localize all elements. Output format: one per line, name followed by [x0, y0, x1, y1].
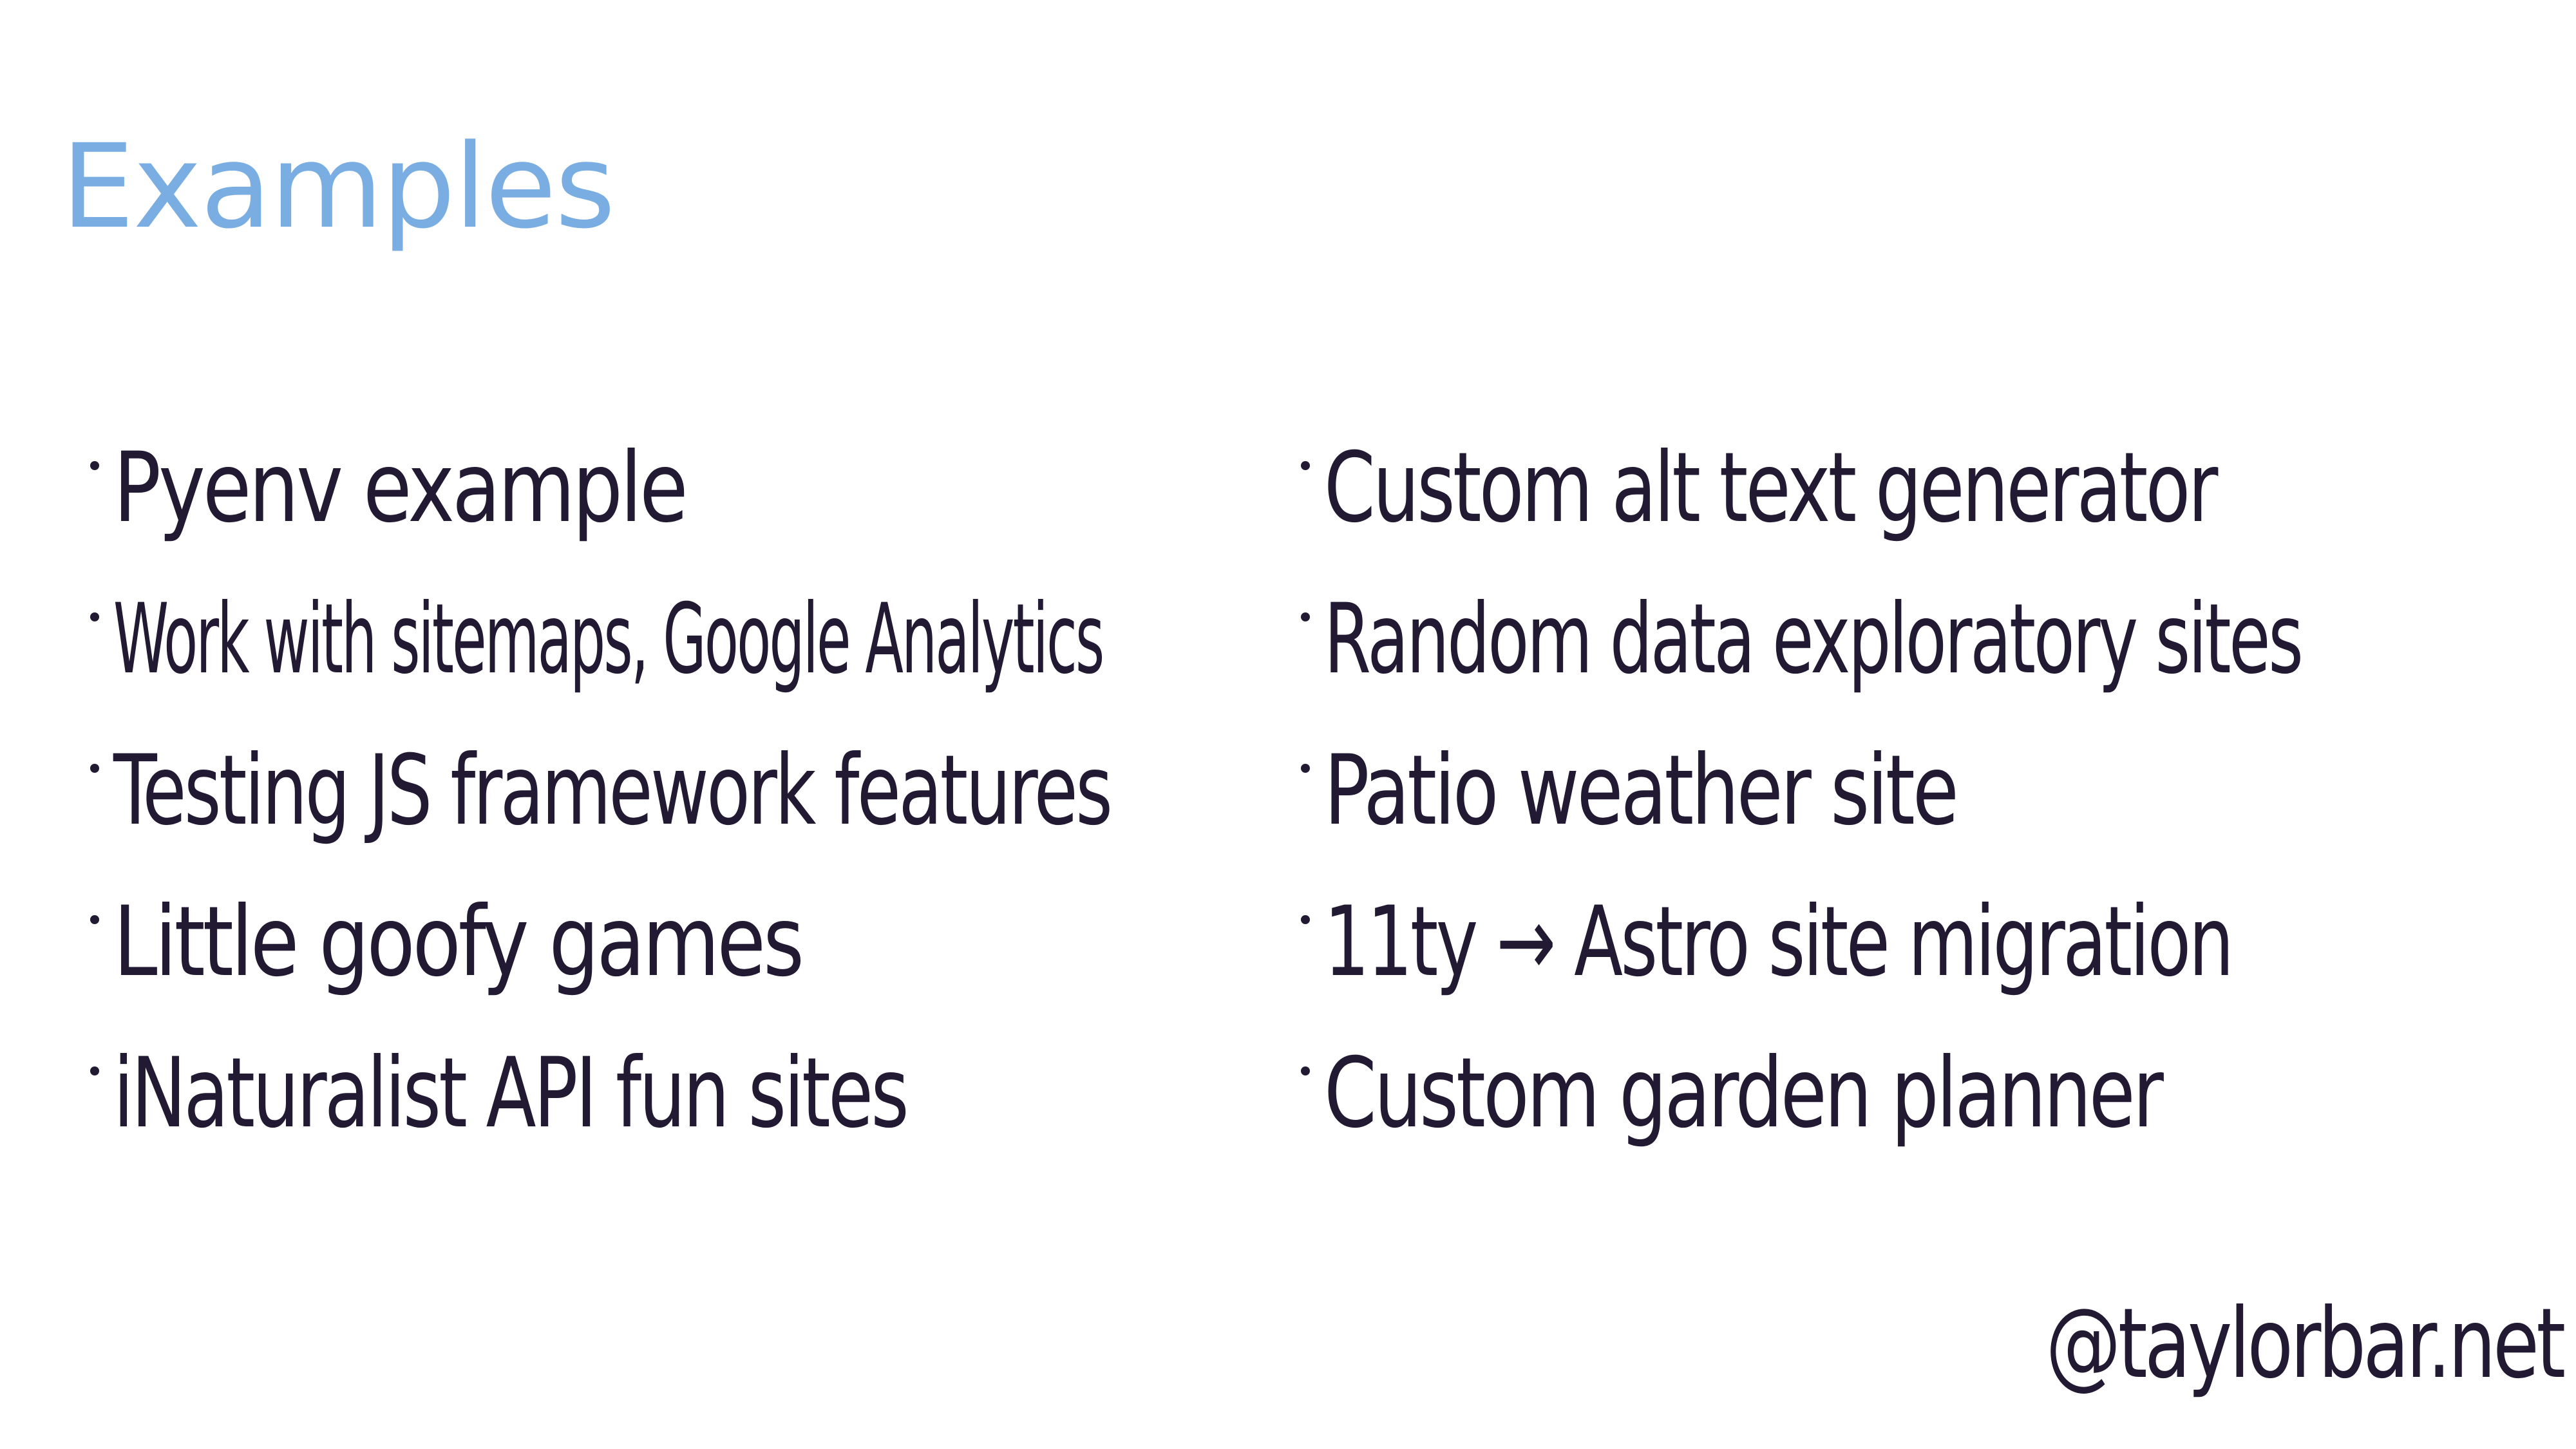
bullet-dot-icon	[1301, 1066, 1310, 1075]
bullet-dot-icon	[90, 1066, 99, 1075]
right-example-list: Custom alt text generator Random data ex…	[1301, 412, 2512, 1169]
bullet-dot-icon	[1301, 914, 1310, 924]
slide-title: Examples	[61, 119, 616, 254]
list-item: 11ty → Astro site migration	[1301, 866, 2512, 1018]
bullet-dot-icon	[90, 612, 99, 621]
list-item: Little goofy games	[90, 866, 1288, 1018]
bullet-dot-icon	[90, 914, 99, 924]
list-item: Work with sitemaps, Google Analytics	[90, 564, 1288, 715]
list-item-text: Patio weather site	[1324, 734, 1959, 847]
bullet-dot-icon	[90, 460, 99, 470]
list-item-text: 11ty → Astro site migration	[1324, 886, 2234, 998]
list-item-text: Pyenv example	[113, 431, 688, 544]
list-item: Random data exploratory sites	[1301, 564, 2512, 715]
list-item-text: Random data exploratory sites	[1324, 583, 2304, 696]
left-example-list: Pyenv example Work with sitemaps, Google…	[90, 412, 1288, 1169]
list-item-text: Little goofy games	[113, 886, 804, 998]
author-handle: @taylorbar.net	[2045, 1288, 2566, 1400]
list-item-text: Custom garden planner	[1324, 1037, 2164, 1150]
list-item: Pyenv example	[90, 412, 1288, 564]
list-item: Testing JS framework features	[90, 715, 1288, 866]
bullet-dot-icon	[1301, 612, 1310, 621]
list-item: Custom alt text generator	[1301, 412, 2512, 564]
bullet-dot-icon	[1301, 763, 1310, 773]
list-item-text: iNaturalist API fun sites	[113, 1037, 909, 1150]
bullet-dot-icon	[90, 763, 99, 773]
bullet-dot-icon	[1301, 460, 1310, 470]
list-item-text: Work with sitemaps, Google Analytics	[113, 583, 1104, 696]
list-item-text: Custom alt text generator	[1324, 431, 2218, 544]
list-item: Patio weather site	[1301, 715, 2512, 866]
list-item-text: Testing JS framework features	[113, 734, 1113, 847]
list-item: iNaturalist API fun sites	[90, 1018, 1288, 1169]
list-item: Custom garden planner	[1301, 1018, 2512, 1169]
